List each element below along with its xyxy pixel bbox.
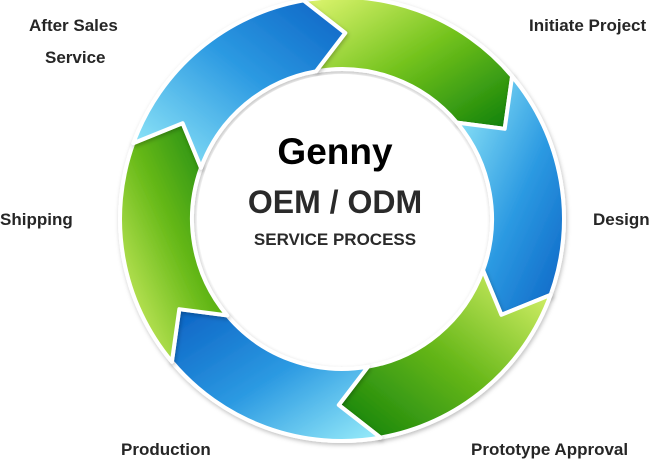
step-label-shipping: Shipping [0, 210, 73, 229]
step-label-production: Production [121, 440, 211, 459]
diagram-title: OEM / ODM [247, 184, 423, 220]
brand-name: Genny [277, 131, 393, 172]
center-disk [197, 74, 487, 364]
segment-after-sales-service [131, 0, 348, 170]
step-label-after-sales-line1: After Sales [29, 16, 118, 35]
step-label-prototype-approval: Prototype Approval [471, 440, 629, 459]
diagram-subtitle: SERVICE PROCESS [253, 230, 417, 249]
step-label-design: Design [593, 210, 650, 229]
step-label-after-sales-line2: Service [45, 48, 106, 67]
arrow-segments [118, 0, 566, 443]
step-label-initiate-project: Initiate Project [529, 16, 647, 35]
